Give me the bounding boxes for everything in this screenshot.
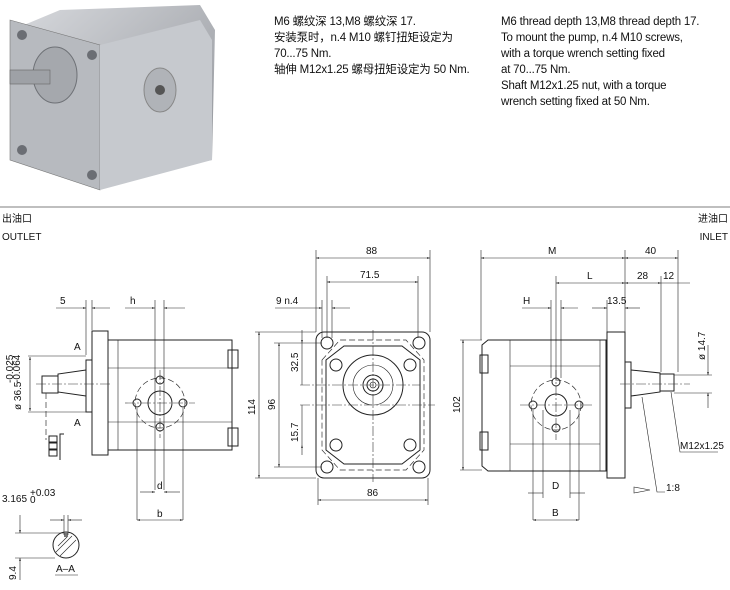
note-line: M6 thread depth 13,M8 thread depth 17. bbox=[501, 16, 700, 28]
mounting-holes: 9 n.4 bbox=[276, 296, 299, 307]
dim-86: 86 bbox=[367, 488, 379, 499]
taper-icon bbox=[633, 486, 651, 494]
note-line: M6 螺纹深 13,M8 螺纹深 17. bbox=[274, 16, 416, 28]
notes-chinese: M6 螺纹深 13,M8 螺纹深 17. 安装泵时，n.4 M10 螺钉扭矩设定… bbox=[274, 14, 470, 78]
dim-71-5: 71.5 bbox=[360, 270, 380, 281]
taper-label: 1:8 bbox=[666, 483, 680, 494]
front-view: 88 71.5 9 n.4 114 96 32.5 15.7 86 bbox=[247, 246, 435, 505]
dim-40: 40 bbox=[645, 246, 657, 257]
dim-shaft-diameter: ø 36.5 bbox=[13, 381, 24, 410]
inlet-label-cn: 进油口 bbox=[698, 212, 728, 225]
note-line: To mount the pump, n.4 M10 screws, bbox=[501, 32, 683, 44]
section-label: A–A bbox=[56, 564, 75, 575]
note-line: 轴伸 M12x1.25 螺母扭矩设定为 50 Nm. bbox=[274, 64, 470, 76]
dim-12: 12 bbox=[663, 271, 675, 282]
section-mark-top: A bbox=[74, 342, 81, 353]
dim-28: 28 bbox=[637, 271, 649, 282]
inlet-label: INLET bbox=[700, 232, 728, 243]
dim-88: 88 bbox=[366, 246, 378, 257]
dim-5: 5 bbox=[60, 296, 66, 307]
right-side-view: 102 M 40 L 28 12 H 13. bbox=[452, 246, 724, 521]
note-line: Shaft M12x1.25 nut, with a torque bbox=[501, 80, 667, 92]
key-tolerance-lower: 0 bbox=[30, 495, 36, 506]
dim-d: d bbox=[157, 481, 163, 492]
notes-english: M6 thread depth 13,M8 thread depth 17. T… bbox=[501, 14, 699, 110]
tolerance-upper: -0.025 bbox=[5, 354, 16, 383]
dim-b: b bbox=[157, 509, 163, 520]
note-line: wrench setting fixed at 50 Nm. bbox=[501, 96, 650, 108]
pump-photo bbox=[9, 5, 215, 191]
tolerance-lower: -0.064 bbox=[12, 354, 23, 383]
key-width: 3.165 bbox=[2, 494, 27, 505]
dim-B: B bbox=[552, 508, 559, 519]
left-side-view: 5 h ø 36.5 -0.025 -0.064 A A d b bbox=[5, 296, 239, 521]
dim-96: 96 bbox=[267, 398, 278, 410]
section-mark-bottom: A bbox=[74, 418, 81, 429]
dim-32-5: 32.5 bbox=[290, 352, 301, 372]
outlet-label: OUTLET bbox=[2, 232, 41, 243]
section-a-a: 3.165 +0.03 0 9.4 A–A bbox=[2, 488, 82, 580]
dim-shaft-diameter: ø 14.7 bbox=[697, 331, 708, 360]
dim-M: M bbox=[548, 246, 556, 257]
dim-13-5: 13.5 bbox=[607, 296, 627, 307]
key-tolerance-upper: +0.03 bbox=[30, 488, 56, 499]
dim-114: 114 bbox=[247, 399, 258, 415]
note-line: 70...75 Nm. bbox=[274, 48, 332, 60]
dim-h: h bbox=[130, 296, 136, 307]
dim-15-7: 15.7 bbox=[290, 422, 301, 442]
thread-label: M12x1.25 bbox=[680, 441, 724, 452]
outlet-label-cn: 出油口 bbox=[2, 212, 32, 225]
note-line: at 70...75 Nm. bbox=[501, 64, 571, 76]
dim-H: H bbox=[523, 296, 530, 307]
note-line: 安装泵时，n.4 M10 螺钉扭矩设定为 bbox=[274, 32, 453, 44]
note-line: with a torque wrench setting fixed bbox=[501, 48, 665, 60]
dim-102: 102 bbox=[452, 396, 463, 413]
dim-L: L bbox=[587, 271, 593, 282]
dim-D: D bbox=[552, 481, 559, 492]
key-height: 9.4 bbox=[8, 566, 19, 580]
